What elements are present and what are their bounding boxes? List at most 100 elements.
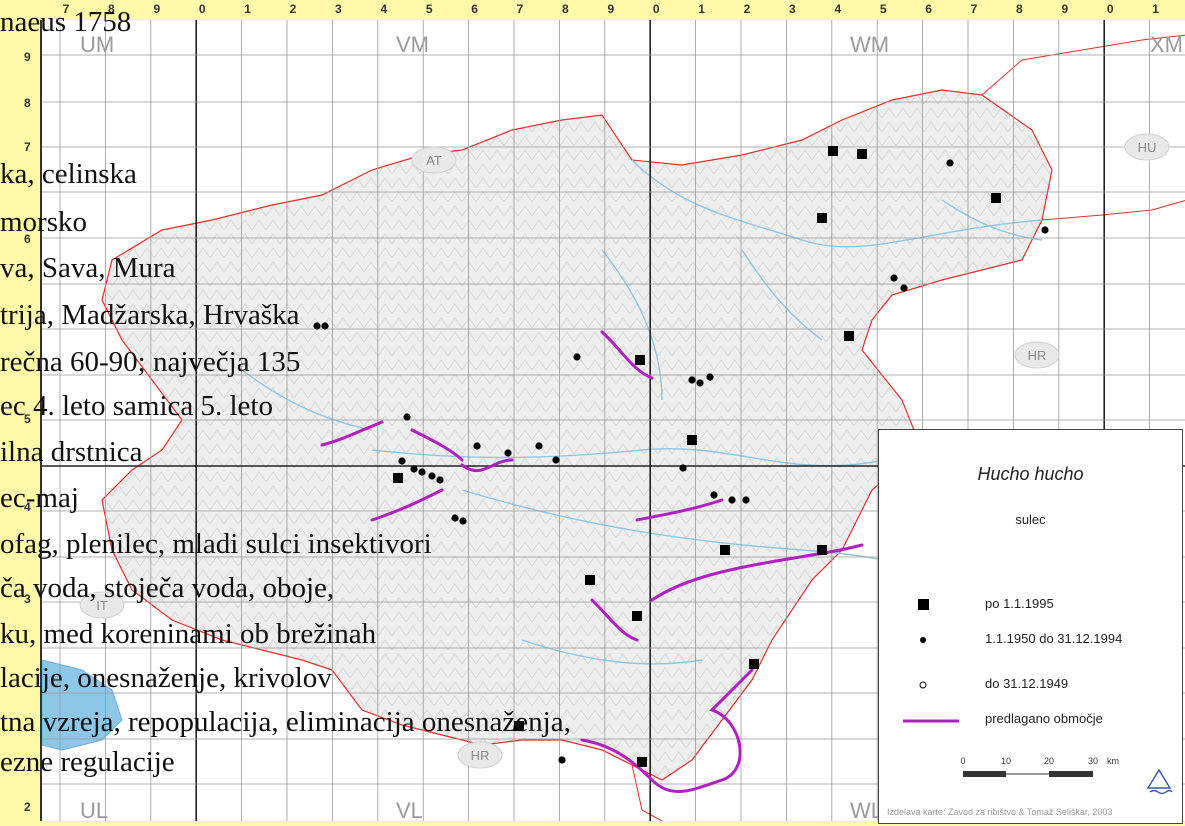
record-square — [635, 355, 645, 365]
grid-top-label: 0 — [198, 2, 206, 16]
legend-label: 1.1.1950 do 31.12.1994 — [985, 631, 1123, 646]
zone-label: VM — [396, 32, 429, 57]
grid-top-label: 0 — [1106, 2, 1114, 16]
record-dot — [535, 442, 543, 450]
record-square — [687, 435, 697, 445]
proposed-area-lines — [320, 330, 864, 794]
grid-left-label: 3 — [24, 592, 31, 606]
info-line: trija, Madžarska, Hrvaška — [0, 299, 300, 331]
grid-top-label: 7 — [970, 2, 978, 16]
record-dot — [473, 442, 481, 450]
info-line: tna vzreja, repopulacija, eliminacija on… — [0, 706, 571, 738]
info-line: ča voda, stoječa voda, oboje, — [0, 572, 335, 604]
info-line: lacije, onesnaženje, krivolov — [0, 662, 332, 694]
grid-top-label: 8 — [1016, 2, 1023, 16]
country-badge — [1124, 133, 1170, 161]
fish-logo-icon — [1146, 768, 1173, 795]
record-dot — [728, 496, 736, 504]
record-square — [720, 545, 730, 555]
zone-label: WL — [850, 798, 883, 821]
info-line: rečna 60-90; največja 135 — [0, 346, 301, 378]
legend-label: po 1.1.1995 — [985, 596, 1054, 611]
grid-top-label: 6 — [925, 2, 932, 16]
record-square — [637, 757, 647, 767]
map-legend: Hucho hucho sulec po 1.1.1995 1.1.1950 d… — [878, 429, 1183, 824]
country-area — [101, 89, 1053, 781]
country-badge — [1014, 341, 1060, 369]
record-dot — [558, 756, 566, 764]
square-icon — [918, 599, 929, 610]
legend-species-name: Hucho hucho — [977, 464, 1084, 484]
international-borders — [631, 34, 1185, 821]
grid-top-label: 4 — [380, 2, 388, 16]
info-line: ezne regulacije — [0, 746, 175, 778]
record-square — [844, 331, 854, 341]
grid-top-label: 0 — [652, 2, 660, 16]
grid-top-label: 8 — [562, 2, 569, 16]
record-dot — [946, 159, 954, 167]
grid-top-label: 1 — [244, 2, 251, 16]
info-line: ilna drstnica — [0, 436, 143, 468]
info-line: morsko — [0, 206, 87, 238]
grid-left-label: 5 — [24, 412, 31, 426]
record-square — [393, 473, 403, 483]
country-label: HU — [1138, 140, 1157, 155]
grid-top-label: 4 — [834, 2, 842, 16]
grid-top-label: 9 — [1061, 2, 1069, 16]
record-dot — [696, 379, 704, 387]
record-square — [749, 659, 759, 669]
info-line: ku, med koreninami ob brežinah — [0, 618, 377, 650]
zone-label: UM — [80, 32, 114, 57]
legend-common-name: sulec — [1015, 512, 1046, 527]
grid-left-label: 9 — [24, 50, 31, 64]
country-label: IT — [96, 598, 108, 613]
grid-top-label: 7 — [516, 2, 524, 16]
grid-left-label: 8 — [24, 96, 31, 110]
info-line: ka, celinska — [0, 158, 137, 190]
record-square — [857, 149, 867, 159]
record-dot — [706, 373, 714, 381]
record-square — [514, 721, 524, 731]
record-dot — [403, 413, 411, 421]
circle-icon — [919, 681, 927, 689]
country-badge — [457, 741, 503, 769]
grid-left-label: 4 — [24, 500, 31, 514]
record-dot — [459, 517, 467, 525]
record-square — [817, 545, 827, 555]
scale-label: 30 — [1088, 756, 1098, 766]
zone-label: VL — [396, 798, 423, 821]
record-dot — [321, 322, 329, 330]
record-dot — [573, 353, 581, 361]
country-label: HR — [1028, 348, 1047, 363]
grid-top-label: 6 — [471, 2, 478, 16]
grid-top-label: 7 — [62, 2, 70, 16]
country-badge — [411, 146, 457, 174]
record-dot — [710, 491, 718, 499]
record-dot — [504, 449, 512, 457]
grid-top-label: 8 — [108, 2, 115, 16]
records-after-1995 — [393, 146, 1001, 767]
record-dot — [428, 472, 436, 480]
scale-label: 20 — [1044, 756, 1054, 766]
country-label: AT — [426, 153, 442, 168]
record-square — [817, 213, 827, 223]
record-dot — [1041, 226, 1049, 234]
record-dot — [688, 376, 696, 384]
legend-label: do 31.12.1949 — [985, 676, 1069, 691]
record-dot — [410, 465, 418, 473]
grid-top-label: 1 — [698, 2, 705, 16]
record-dot — [313, 322, 321, 330]
grid-left-label: 2 — [24, 800, 31, 814]
records-1950-1994 — [313, 159, 1049, 764]
record-square — [632, 611, 642, 621]
record-square — [585, 575, 595, 585]
info-line: ec 4. leto samica 5. leto — [0, 390, 273, 422]
zone-label: WM — [850, 32, 889, 57]
grid-top-label: 1 — [1152, 2, 1159, 16]
record-square — [991, 193, 1001, 203]
zone-label: UL — [80, 798, 108, 821]
grid-top-label: 2 — [743, 2, 751, 16]
